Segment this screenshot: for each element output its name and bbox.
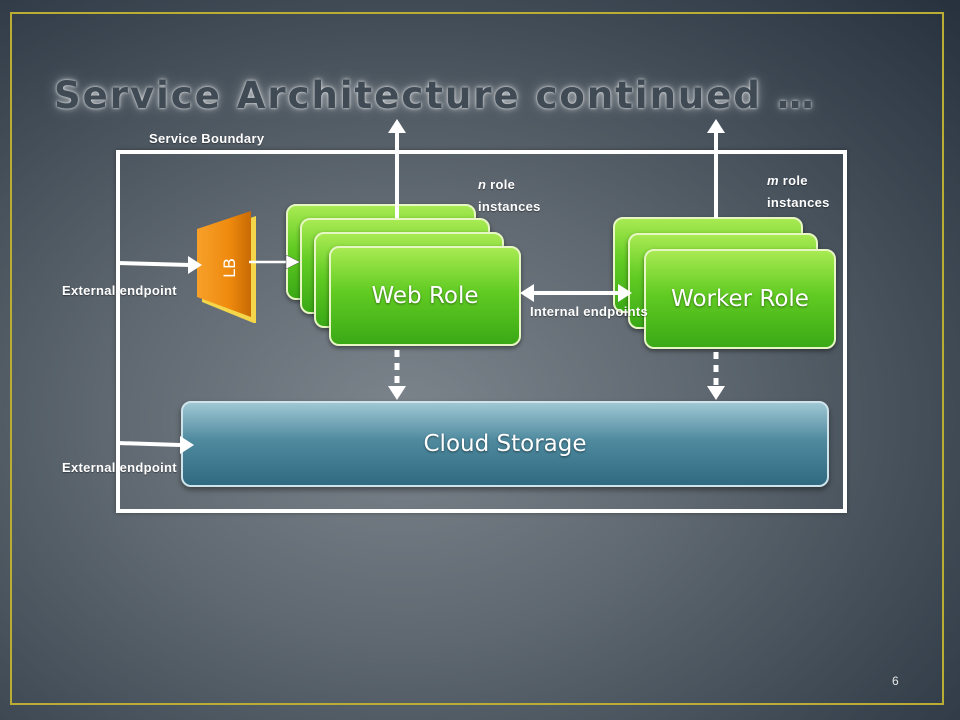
slide-title: Service Architecture continued … (54, 74, 816, 117)
worker-role-label: Worker Role (671, 286, 809, 312)
web-role-instance-count: n role instances (478, 174, 541, 218)
worker-role-count-line2: instances (767, 195, 830, 210)
cloud-storage-label: Cloud Storage (423, 431, 587, 457)
external-endpoint-label-lb: External endpoint (62, 283, 177, 298)
web-role-count-line2: instances (478, 199, 541, 214)
slide-frame (10, 12, 944, 705)
external-endpoint-label-storage: External endpoint (62, 460, 177, 475)
page-number: 6 (892, 674, 899, 688)
web-role-count-var: n (478, 177, 487, 192)
service-boundary-label: Service Boundary (149, 131, 265, 146)
web-role-label: Web Role (371, 283, 479, 309)
worker-role-count-var: m (767, 173, 779, 188)
internal-endpoints-label: Internal endpoints (530, 304, 649, 319)
load-balancer-shape (197, 211, 256, 323)
web-role-box: Web Role (329, 246, 521, 346)
worker-role-instance-count: m role instances (767, 170, 830, 214)
worker-role-box: Worker Role (644, 249, 836, 349)
load-balancer-label: LB (220, 258, 239, 278)
web-role-count-suffix: role (486, 177, 516, 192)
cloud-storage-box: Cloud Storage (181, 401, 829, 487)
service-boundary (116, 150, 847, 513)
worker-role-count-suffix: role (778, 173, 808, 188)
